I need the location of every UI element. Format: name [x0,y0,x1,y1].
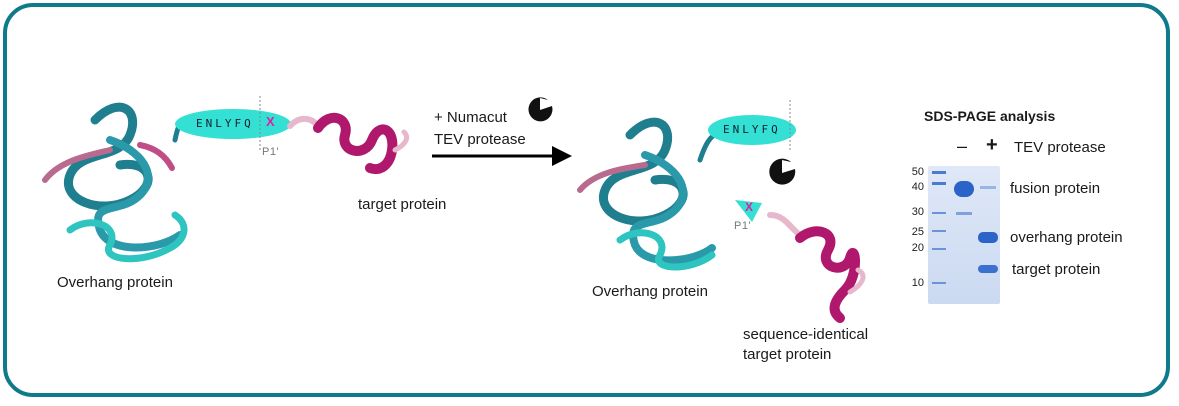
band-overhang [978,232,998,243]
cleavage-mark-right: X [745,200,754,214]
ladder-band [932,282,946,284]
marker-30: 30 [911,206,924,218]
cleaved-tag-fragment [735,200,762,222]
gel-image [928,166,1000,304]
target-label-right-2: target protein [743,346,832,363]
band-label-target: target protein [1012,261,1101,278]
overhang-label-left: Overhang protein [57,274,173,291]
protease-icon-bottom [769,158,796,185]
cleavage-mark-left: X [266,114,275,129]
ladder-band [932,230,946,232]
reagent-line1: + Numacut [434,109,507,126]
sequence-left: ENLYFQ [196,117,254,130]
overhang-protein-left [42,102,193,263]
reagent-line2: TEV protease [434,131,526,148]
gel-lane-header: TEV protease [1014,139,1106,156]
figure-frame [3,3,1170,397]
target-protein-left [287,112,410,174]
ladder-band [932,182,946,185]
band-label-overhang: overhang protein [1010,229,1123,246]
ladder-band [932,212,946,214]
band-residual [980,186,996,189]
marker-25: 25 [911,226,924,238]
overhang-protein-right [577,117,723,271]
gel-title: SDS-PAGE analysis [924,108,1056,124]
band-minor [956,212,972,215]
marker-50: 50 [911,166,924,178]
protease-icon-top [528,97,553,122]
band-target [978,265,998,273]
p1-label-left: P1' [262,146,280,158]
target-label-right-1: sequence-identical [743,326,869,343]
marker-40: 40 [911,181,924,193]
target-protein-right [767,212,866,323]
p1-label-right: P1' [734,220,752,232]
sequence-right: ENLYFQ [723,123,781,136]
marker-10: 10 [911,277,924,289]
band-label-fusion: fusion protein [1010,180,1101,197]
tev-site-tag-right [708,115,796,145]
tev-site-tag-left [175,109,291,139]
marker-20: 20 [911,242,924,254]
ladder-band [932,171,946,174]
gel-minus: – [957,136,968,156]
target-label-left: target protein [358,196,447,213]
ladder-band [932,248,946,250]
reaction-arrowhead [552,146,572,166]
band-fusion [954,181,974,197]
overhang-label-right: Overhang protein [592,283,708,300]
gel-plus: + [986,134,998,156]
